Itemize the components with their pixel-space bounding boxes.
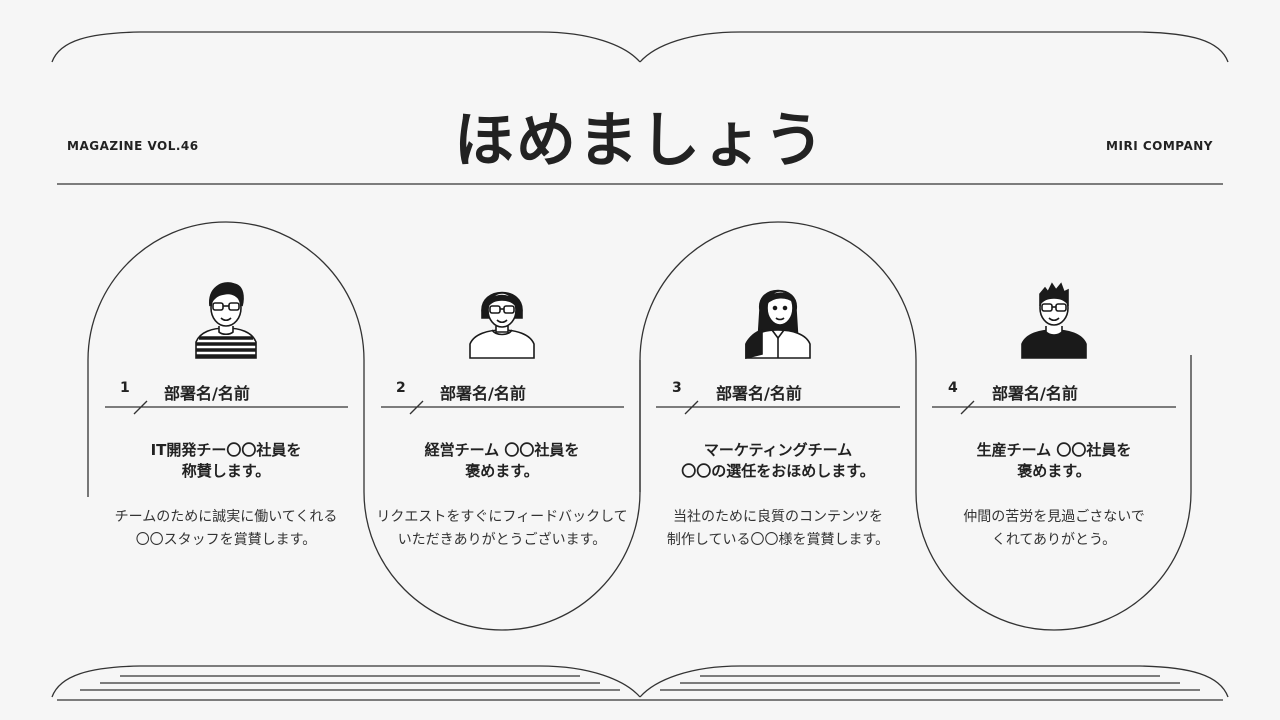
card-name: 部署名/名前 (992, 384, 1078, 403)
woman-glasses-bob-icon (469, 291, 535, 359)
praise-card-3: 3 部署名/名前 マーケティングチーム 〇〇の選任をおほめします。 当社のために… (640, 240, 916, 620)
card-role: IT開発チー〇〇社員を 称賛します。 (150, 441, 302, 480)
magazine-label: MAGAZINE VOL.46 (67, 139, 199, 153)
card-number: 2 (396, 380, 406, 396)
man-glasses-striped-shirt-icon (195, 282, 257, 359)
card-role: 生産チーム 〇〇社員を 褒めます。 (976, 441, 1132, 480)
praise-card-1: 1 部署名/名前 IT開発チー〇〇社員を 称賛します。 チームのために誠実に働い… (88, 240, 364, 620)
card-role: マーケティングチーム 〇〇の選任をおほめします。 (681, 441, 875, 480)
page-title: ほめましょう (454, 106, 826, 176)
woman-long-hair-icon (745, 289, 811, 360)
card-name: 部署名/名前 (440, 384, 526, 403)
card-number: 3 (672, 380, 682, 396)
card-message: チームのために誠実に働いてくれる 〇〇スタッフを賞賛します。 (114, 509, 338, 548)
card-message: 当社のために良質のコンテンツを 制作している〇〇様を賞賛します。 (666, 509, 890, 548)
man-glasses-spiky-hair-icon (1021, 282, 1087, 359)
card-role: 経営チーム 〇〇社員を 褒めます。 (424, 441, 580, 480)
card-message: 仲間の苦労を見過ごさないで くれてありがとう。 (963, 509, 1145, 548)
card-message: リクエストをすぐにフィードバックして いただきありがとうございます。 (376, 509, 628, 548)
praise-card-4: 4 部署名/名前 生産チーム 〇〇社員を 褒めます。 仲間の苦労を見過ごさないで… (916, 240, 1192, 620)
card-number: 4 (948, 380, 958, 396)
praise-card-2: 2 部署名/名前 経営チーム 〇〇社員を 褒めます。 リクエストをすぐにフィード… (364, 240, 640, 620)
card-name: 部署名/名前 (164, 384, 250, 403)
card-number: 1 (120, 380, 130, 396)
card-name: 部署名/名前 (716, 384, 802, 403)
company-label: MIRI COMPANY (1106, 139, 1213, 153)
